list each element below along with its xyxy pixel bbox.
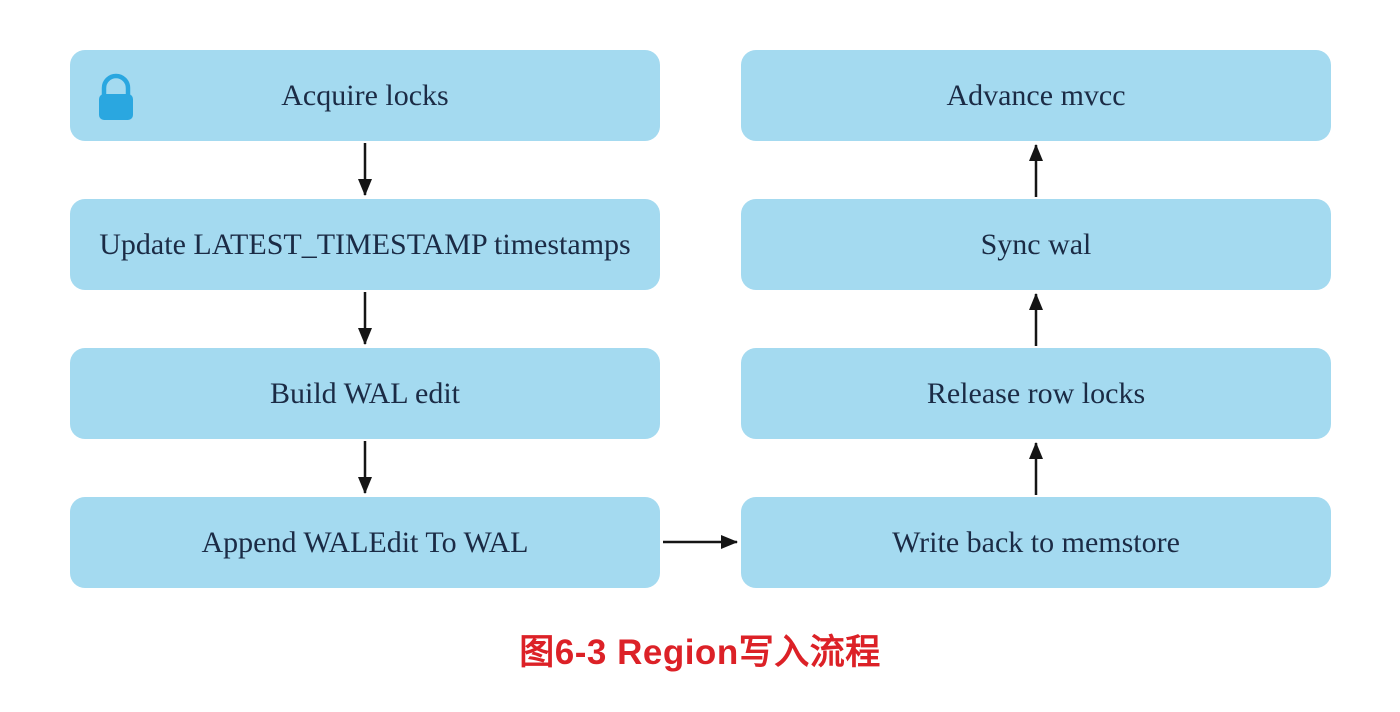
flow-node-build-wal-edit: Build WAL edit	[70, 348, 660, 439]
flow-node-acquire-locks: Acquire locks	[70, 50, 660, 141]
flow-node-update-latest-timestamp: Update LATEST_TIMESTAMP timestamps	[70, 199, 660, 290]
flow-node-label: Release row locks	[926, 377, 1146, 410]
flow-node-write-back-to-memstore: Write back to memstore	[741, 497, 1331, 588]
flow-node-label: Write back to memstore	[892, 526, 1180, 559]
flow-node-sync-wal: Sync wal	[741, 199, 1331, 290]
figure-caption: 图6-3 Region写入流程	[519, 633, 881, 672]
flow-node-label: Sync wal	[980, 228, 1092, 261]
flow-node-label: Acquire locks	[281, 79, 449, 112]
flow-node-label: Append WALEdit To WAL	[201, 526, 529, 559]
flow-node-release-row-locks: Release row locks	[741, 348, 1331, 439]
flow-node-append-waledit-to-wal: Append WALEdit To WAL	[70, 497, 660, 588]
lock-icon	[99, 73, 133, 120]
flow-node-label: Build WAL edit	[270, 377, 460, 410]
flow-node-advance-mvcc: Advance mvcc	[741, 50, 1331, 141]
flow-node-label: Advance mvcc	[946, 79, 1126, 112]
flow-node-label: Update LATEST_TIMESTAMP timestamps	[99, 228, 631, 261]
